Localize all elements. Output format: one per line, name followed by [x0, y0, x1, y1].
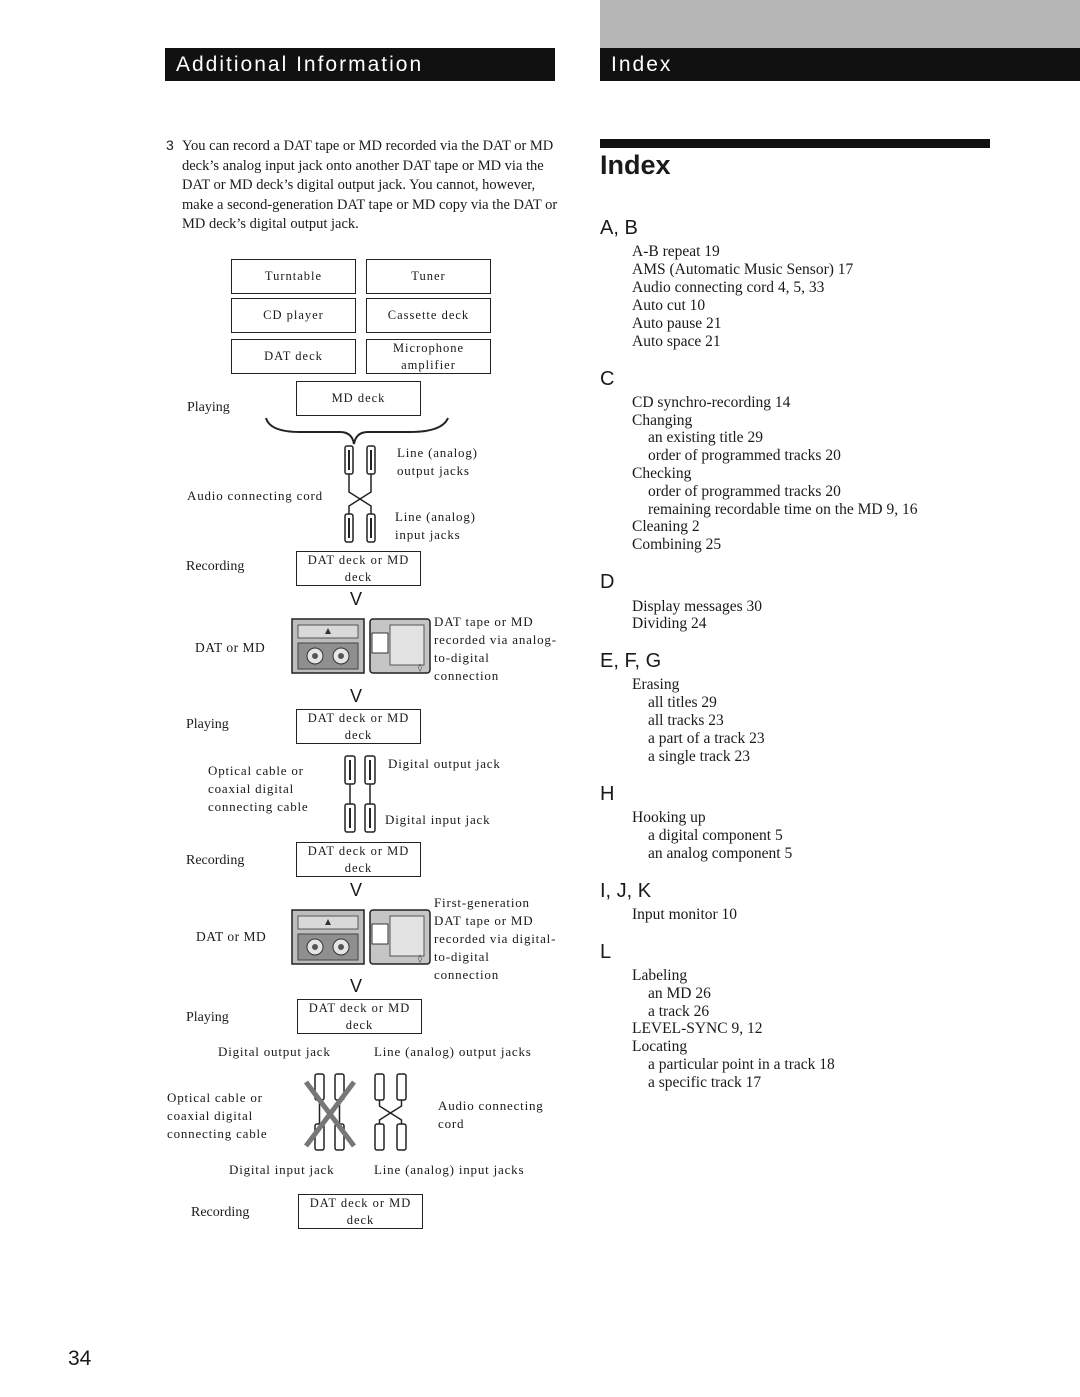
label-playing-3: Playing [186, 1010, 229, 1025]
index-entry: a specific track 17 [648, 1074, 762, 1091]
arrow-down-3: V [350, 880, 363, 900]
index-entry: all titles 29 [648, 694, 717, 711]
dat-md-deck-box-playing-3: DAT deck or MD deck [297, 999, 422, 1034]
index-entry: Auto cut 10 [632, 297, 706, 314]
label-optical-cable-2: Optical cable or coaxial digital connect… [167, 1090, 268, 1141]
index-letter-e-f-g: E, F, G [600, 650, 662, 672]
cable-comparison-drawing [304, 1073, 407, 1151]
index-entry: order of programmed tracks 20 [648, 483, 841, 500]
label-playing-2: Playing [186, 717, 229, 732]
index-entry: Labeling [632, 967, 688, 984]
dat-md-deck-box-recording-2: DAT deck or MD deck [296, 842, 421, 877]
source-box-dat-deck: DAT deck [231, 339, 356, 374]
source-box-tuner: Tuner [366, 259, 491, 294]
index-entry: Combining 25 [632, 536, 722, 553]
index-entry: Display messages 30 [632, 598, 763, 615]
label-line-analog-output-jacks: Line (analog) output jacks [397, 445, 478, 478]
index-entry: Dividing 24 [632, 615, 707, 632]
index-entry: remaining recordable time on the MD 9, 1… [648, 501, 918, 518]
index-entry: order of programmed tracks 20 [648, 447, 841, 464]
index-entry: Erasing [632, 676, 680, 693]
arrow-down-4: V [350, 976, 363, 996]
label-line-analog-output-jacks-2: Line (analog) output jacks [374, 1044, 532, 1059]
arrow-down-1: V [350, 589, 363, 609]
label-recording-3: Recording [191, 1205, 250, 1220]
dat-md-deck-box-recording-3: DAT deck or MD deck [298, 1194, 423, 1229]
analog-cable-drawing-1 [265, 417, 449, 543]
index-letter-i-j-k: I, J, K [600, 880, 652, 902]
source-box-turntable: Turntable [231, 259, 356, 294]
index-entry: all tracks 23 [648, 712, 724, 729]
arrow-down-2: V [350, 686, 363, 706]
index-entry: a digital component 5 [648, 827, 783, 844]
index-entry: a track 26 [648, 1003, 710, 1020]
index-entry: an existing title 29 [648, 429, 763, 446]
dat-md-deck-box-playing-2: DAT deck or MD deck [296, 709, 421, 744]
label-audio-connecting-cord: Audio connecting cord [187, 488, 323, 503]
index-entry: an MD 26 [648, 985, 711, 1002]
index-entry: Input monitor 10 [632, 906, 738, 923]
dat-md-deck-box-recording-1: DAT deck or MD deck [296, 551, 421, 586]
index-entry: A-B repeat 19 [632, 243, 720, 260]
page-number: 34 [68, 1347, 92, 1370]
index-entry: CD synchro-recording 14 [632, 394, 791, 411]
index-entry: LEVEL-SYNC 9, 12 [632, 1020, 763, 1037]
md-deck-box: MD deck [296, 381, 421, 416]
index-entry: an analog component 5 [648, 845, 793, 862]
index-entry: a single track 23 [648, 748, 751, 765]
digital-cable-drawing-1 [344, 755, 376, 833]
label-recording-2: Recording [186, 853, 245, 868]
index-entry: a part of a track 23 [648, 730, 765, 747]
index-letter-h: H [600, 783, 615, 805]
svg-text:◊: ◊ [418, 954, 422, 963]
label-playing-1: Playing [187, 400, 230, 415]
source-box-cd-player: CD player [231, 298, 356, 333]
index-entry: Auto pause 21 [632, 315, 722, 332]
index-title: Index [600, 150, 671, 180]
label-digital-output-jack-2: Digital output jack [218, 1044, 331, 1059]
index-entry: Auto space 21 [632, 333, 721, 350]
step-number: 3 [166, 137, 174, 153]
index-letter-a-b: A, B [600, 217, 638, 239]
section-header-additional-information: Additional Information [165, 48, 555, 81]
source-box-cassette-deck: Cassette deck [366, 298, 491, 333]
label-optical-cable-1: Optical cable or coaxial digital connect… [208, 763, 309, 814]
label-line-analog-input-jacks: Line (analog) input jacks [395, 509, 476, 542]
label-line-analog-input-jacks-2: Line (analog) input jacks [374, 1162, 525, 1177]
index-entry: Locating [632, 1038, 688, 1055]
index-entry: Changing [632, 412, 693, 429]
index-entry: AMS (Automatic Music Sensor) 17 [632, 261, 854, 278]
label-digital-output-jack-1: Digital output jack [388, 756, 501, 771]
label-digital-input-jack-2: Digital input jack [229, 1162, 335, 1177]
index-letter-d: D [600, 571, 615, 593]
source-box-microphone-amplifier: Microphone amplifier [366, 339, 491, 374]
label-first-generation-result: First-generation DAT tape or MD recorded… [434, 895, 557, 982]
label-digital-input-jack-1: Digital input jack [385, 812, 491, 827]
index-title-bar [600, 139, 990, 148]
step-text: You can record a DAT tape or MD recorded… [182, 138, 558, 233]
index-entry: Checking [632, 465, 692, 482]
section-header-index: Index [600, 48, 1080, 81]
index-entry: Hooking up [632, 809, 706, 826]
label-dat-or-md-2: DAT or MD [196, 929, 267, 944]
dat-md-media-icon-1: ◊ [291, 618, 431, 674]
index-entry: Audio connecting cord 4, 5, 33 [632, 279, 825, 296]
index-letter-c: C [600, 368, 615, 390]
svg-text:◊: ◊ [418, 663, 422, 672]
dat-md-media-icon-2: ◊ [291, 909, 431, 965]
index-entry: a particular point in a track 18 [648, 1056, 835, 1073]
index-entry: Cleaning 2 [632, 518, 700, 535]
label-analog-result: DAT tape or MD recorded via analog-to-di… [434, 614, 557, 683]
label-audio-connecting-cord-2: Audio connecting cord [438, 1098, 544, 1131]
label-recording-1: Recording [186, 559, 245, 574]
label-dat-or-md-1: DAT or MD [195, 640, 266, 655]
index-letter-l: L [600, 941, 612, 963]
header-grey-block [600, 0, 1080, 48]
